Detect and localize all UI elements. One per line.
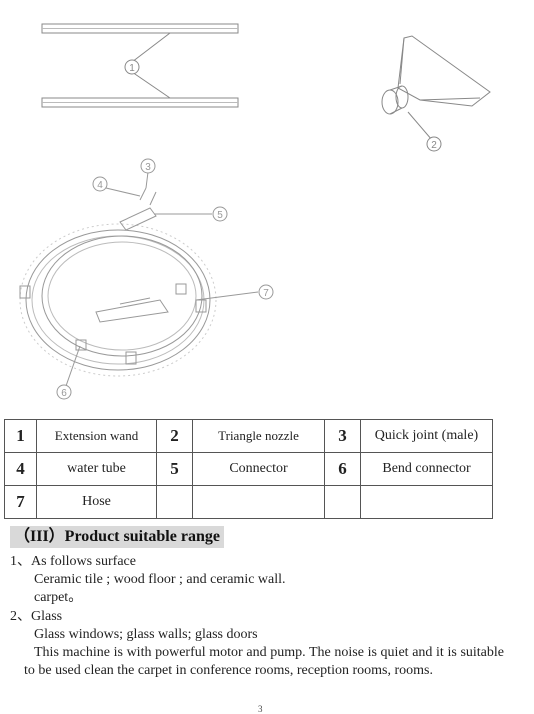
part-number [324,485,361,519]
part-name: Triangle nozzle [192,419,325,453]
list-item-label: 2、Glass [10,609,63,624]
callout-6-label: 6 [61,388,67,399]
part-number: 4 [4,452,37,486]
callout-7-label: 7 [263,288,269,299]
callout-1-label: 1 [129,63,135,74]
part-name: Quick joint (male) [360,419,493,453]
list-item-detail: Ceramic tile ; wood floor ; and ceramic … [34,572,286,587]
callout-5: 5 [212,206,228,222]
callout-7: 7 [258,284,274,300]
part-number [156,485,193,519]
extension-wand-drawing [41,23,239,108]
table-row: 1 Extension wand 2 Triangle nozzle 3 Qui… [4,419,493,453]
table-row: 4 water tube 5 Connector 6 Bend connecto… [4,452,493,486]
callout-4: 4 [92,176,108,192]
part-name [192,485,325,519]
part-number: 2 [156,419,193,453]
parts-illustration: 1 2 3 [19,23,491,400]
list-item-detail: carpet。 [34,590,83,605]
description-paragraph: This machine is with powerful motor and … [24,645,504,678]
callout-2: 2 [426,136,442,152]
page-number: 3 [258,704,263,714]
callout-1: 1 [124,59,140,75]
table-row: 7 Hose [4,485,493,519]
part-number: 3 [324,419,361,453]
part-name: Hose [36,485,157,519]
part-number: 6 [324,452,361,486]
part-name: water tube [36,452,157,486]
callout-6: 6 [56,384,72,400]
callout-2-label: 2 [431,140,437,151]
part-name: Bend connector [360,452,493,486]
part-name: Connector [192,452,325,486]
section-heading: （III）Product suitable range [10,526,224,548]
part-name: Extension wand [36,419,157,453]
callout-4-label: 4 [97,180,103,191]
callout-3-label: 3 [145,162,151,173]
triangle-nozzle-drawing [381,35,491,141]
part-number: 1 [4,419,37,453]
part-name [360,485,493,519]
callout-5-label: 5 [217,210,223,221]
callout-3: 3 [140,158,156,174]
parts-table: 1 Extension wand 2 Triangle nozzle 3 Qui… [4,419,493,519]
part-number: 7 [4,485,37,519]
hose-drawing [19,171,259,387]
list-item-label: 1、As follows surface [10,554,136,569]
list-item-detail: Glass windows; glass walls; glass doors [34,627,258,642]
part-number: 5 [156,452,193,486]
